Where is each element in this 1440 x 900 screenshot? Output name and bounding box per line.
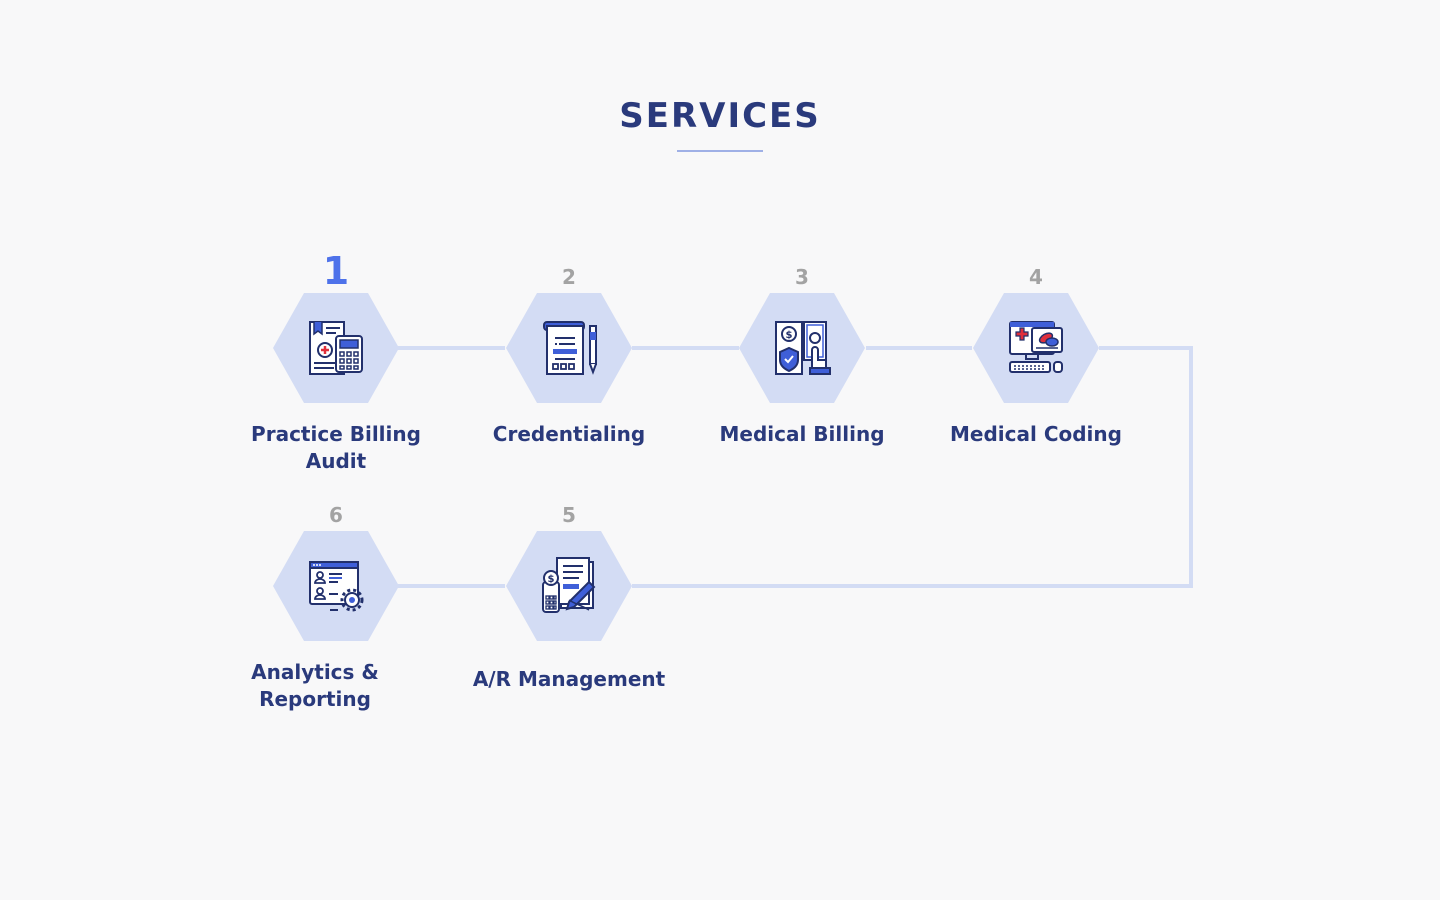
step-label[interactable]: A/R Management: [472, 667, 666, 691]
step-number: 1: [322, 249, 350, 293]
page-title: SERVICES: [619, 96, 821, 136]
step-label[interactable]: Medical Billing: [719, 422, 885, 446]
step-ar-management[interactable]: 5 $: [459, 495, 679, 693]
ar-management-icon: $: [542, 557, 596, 613]
title-underline: [677, 150, 763, 152]
step-number: 3: [795, 265, 809, 289]
step-credentialing[interactable]: 2 Credentialing: [459, 257, 679, 448]
step-hexagon[interactable]: [273, 293, 399, 403]
step-hexagon[interactable]: [506, 293, 632, 403]
step-hexagon[interactable]: [973, 293, 1099, 403]
step-number: 4: [1029, 265, 1043, 289]
step-number: 5: [562, 503, 576, 527]
step-label[interactable]: Medical Coding: [950, 422, 1122, 446]
billing-audit-icon: [309, 321, 363, 375]
step-analytics-reporting[interactable]: 6 Analytics &: [226, 495, 446, 713]
medical-coding-icon: [1009, 321, 1063, 373]
svg-text:$: $: [786, 330, 793, 341]
step-label[interactable]: Practice Billing Audit: [251, 422, 421, 473]
step-label[interactable]: Credentialing: [492, 422, 646, 446]
step-number: 6: [329, 503, 343, 527]
step-practice-billing-audit[interactable]: 1 Practi: [226, 249, 446, 475]
step-hexagon[interactable]: $: [739, 293, 865, 403]
svg-text:$: $: [548, 574, 555, 585]
step-number: 2: [562, 265, 576, 289]
analytics-reporting-icon: [309, 561, 364, 612]
connector-path: [398, 346, 1193, 588]
step-hexagon[interactable]: $: [506, 531, 632, 641]
step-hexagon[interactable]: [273, 531, 399, 641]
step-medical-coding[interactable]: 4 Medical Coding: [926, 257, 1146, 448]
step-medical-billing[interactable]: 3 $ Medical Billing: [692, 257, 912, 448]
credentialing-icon: [543, 321, 597, 375]
step-label[interactable]: Analytics & Reporting: [251, 660, 379, 711]
medical-billing-icon: $: [775, 321, 831, 375]
